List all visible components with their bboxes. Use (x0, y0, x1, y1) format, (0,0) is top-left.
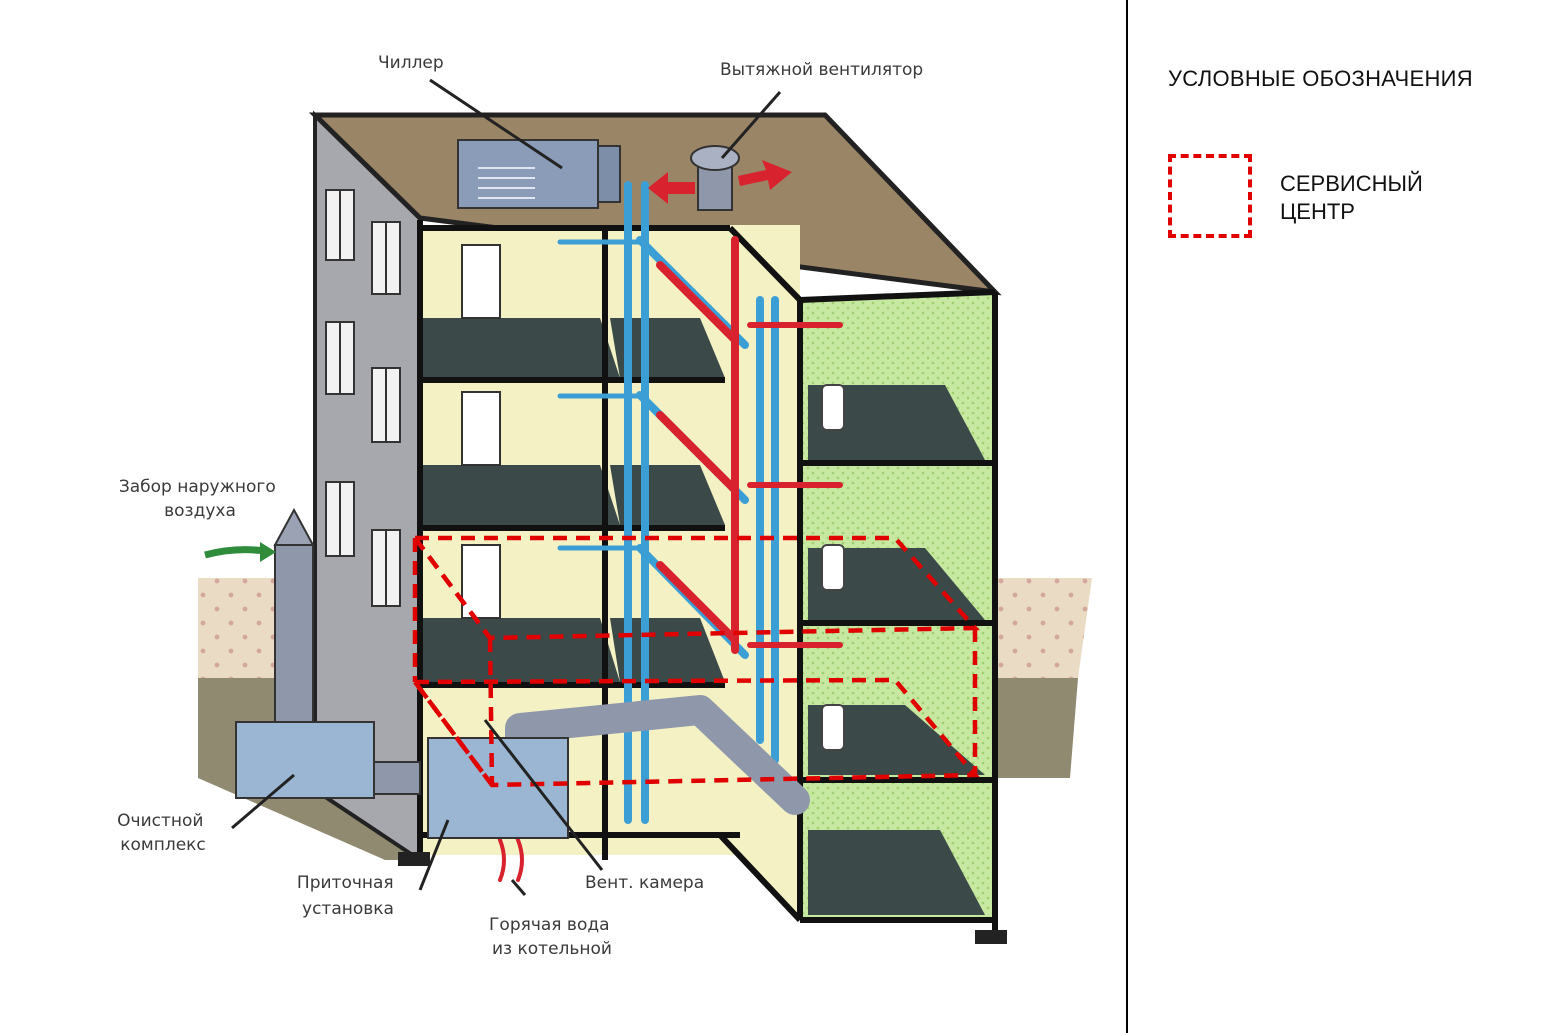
label-exhaust-fan: Вытяжной вентилятор (720, 60, 923, 80)
supply-unit (428, 738, 568, 838)
building-ventilation-diagram: Чиллер Вытяжной вентилятор Забор наружно… (0, 0, 1120, 1033)
label-supply-unit: Приточная установка (297, 873, 399, 919)
legend-swatch-service-center (1168, 154, 1252, 238)
label-hot-water: Горячая вода из котельной (489, 915, 615, 959)
label-chiller: Чиллер (378, 53, 444, 73)
chiller-unit (458, 140, 620, 208)
legend-divider (1126, 0, 1128, 1033)
label-vent-chamber: Вент. камера (585, 873, 704, 893)
legend-label-service-center: СЕРВИСНЫЙ ЦЕНТР (1280, 170, 1500, 226)
label-cleaning-complex: Очистной комплекс (117, 811, 209, 855)
label-air-intake: Забор наружного воздуха (119, 477, 281, 521)
legend-title: УСЛОВНЫЕ ОБОЗНАЧЕНИЯ (1168, 66, 1473, 92)
